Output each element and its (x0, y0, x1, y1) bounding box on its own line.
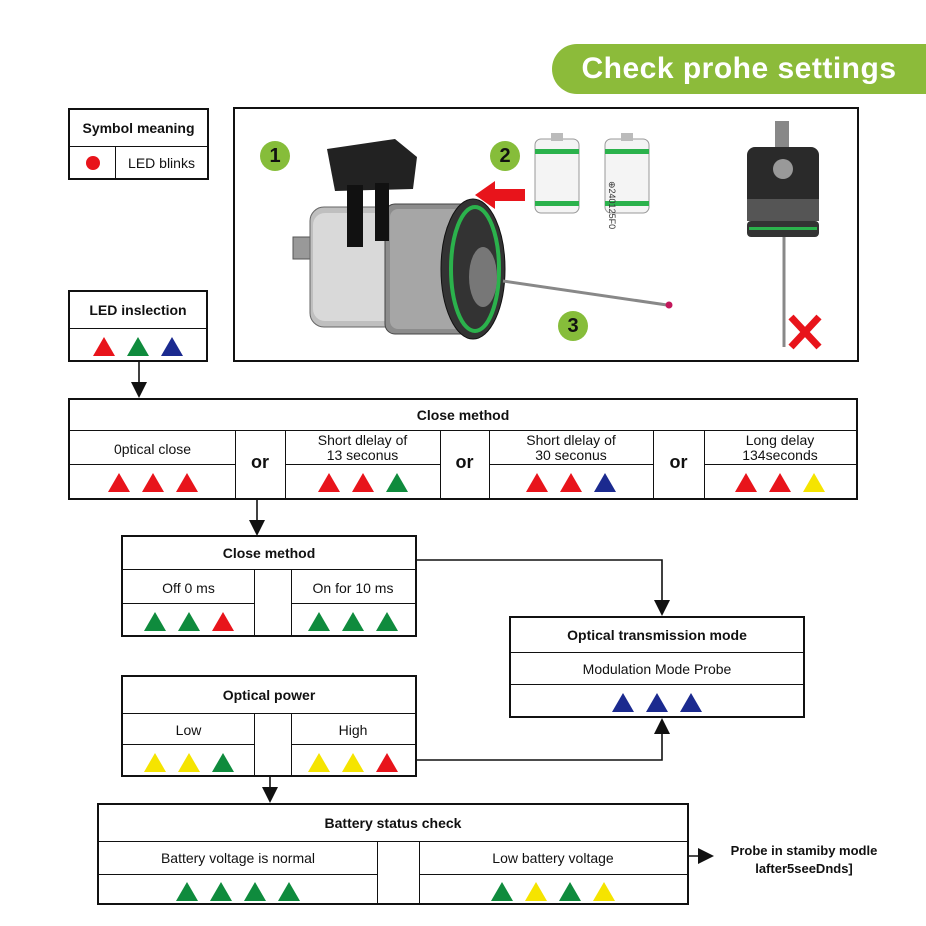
green-led-triangle-icon (210, 881, 232, 901)
green-led-triangle-icon (342, 611, 364, 631)
red-led-triangle-icon (317, 472, 340, 492)
power-option-label-1: Low (175, 722, 202, 738)
close-option-label-2: Short dlelay of 13 seconus (317, 432, 408, 463)
blue-led-triangle-icon (680, 692, 702, 712)
close-option-lights-4 (704, 466, 856, 498)
green-led-triangle-icon (559, 881, 581, 901)
or-label-2: or (455, 452, 474, 472)
red-led-triangle-icon (211, 611, 234, 631)
yellow-led-triangle-icon (342, 752, 364, 772)
timing-option-label-2: On for 10 ms (312, 580, 394, 596)
green-led-triangle-icon (385, 472, 408, 492)
close-option-lights-1 (70, 466, 235, 498)
or-label-1: or (251, 452, 269, 472)
power-option-lights-1 (123, 746, 254, 778)
yellow-led-triangle-icon (143, 752, 166, 772)
arrow-timing-to-transmission (417, 559, 670, 616)
close-option-label-4: Long delay 134seconds (742, 432, 818, 463)
power-option-label-2: High (338, 722, 368, 738)
timing-option-lights-2 (291, 605, 415, 637)
probe-illustration: ⊕240125F0 (292, 121, 822, 350)
battery-icon (534, 133, 650, 214)
probe-body-icon (292, 139, 673, 340)
banner-title: Check prohe settings (581, 52, 897, 85)
title-banner: Check prohe settings (552, 44, 926, 94)
led-inspection-box: LED inslection (68, 290, 208, 362)
led-inspection-lights (70, 330, 206, 362)
blue-led-triangle-icon (594, 472, 616, 492)
optical-transmission-title: Optical transmission mode (511, 618, 803, 653)
step-1-badge: 1 (260, 141, 290, 171)
green-led-triangle-icon (127, 336, 149, 356)
close-option-lights-3 (489, 466, 653, 498)
close-option-label-1: 0ptical close (113, 441, 192, 457)
yellow-led-triangle-icon (177, 752, 200, 772)
close-method-timing-box: Close method Off 0 ms On for 10 ms (121, 535, 417, 637)
blue-led-triangle-icon (646, 692, 668, 712)
battery-option-lights-2 (419, 876, 687, 906)
blue-led-triangle-icon (161, 336, 183, 356)
green-led-triangle-icon (376, 611, 398, 631)
battery-option-lights-1 (99, 876, 377, 906)
transmission-mode-label: Modulation Mode Probe (582, 661, 732, 677)
step-2-badge: 2 (490, 141, 520, 171)
red-led-triangle-icon (769, 472, 791, 492)
yellow-led-triangle-icon (525, 881, 547, 901)
green-led-triangle-icon (244, 881, 266, 901)
battery-option-label-2: Low battery voltage (492, 850, 614, 866)
battery-label: ⊕240125F0 (607, 181, 617, 229)
timing-option-label-1: Off 0 ms (162, 580, 215, 596)
insert-arrow-icon (475, 181, 525, 209)
power-option-lights-2 (291, 746, 415, 778)
optical-transmission-box: Optical transmission mode Modulation Mod… (509, 616, 805, 718)
step-3-badge: 3 (558, 311, 588, 341)
symbol-legend-title: Symbol meaning (70, 110, 207, 147)
battery-status-box: Battery status check Battery voltage is … (97, 803, 689, 905)
optical-power-box: Optical power Low High (121, 675, 417, 777)
yellow-led-triangle-icon (308, 752, 330, 772)
probe-side-view-icon (747, 121, 822, 350)
red-led-triangle-icon (526, 472, 548, 492)
red-led-triangle-icon (141, 472, 164, 492)
transmission-lights (511, 686, 803, 718)
yellow-led-triangle-icon (593, 881, 615, 901)
timing-option-lights-1 (123, 605, 254, 637)
standby-line-2: lafter5seeDnds] (755, 861, 853, 876)
green-led-triangle-icon (177, 611, 200, 631)
close-method-options-box: Close method 0ptical close or Short dlel… (68, 398, 858, 500)
optical-power-title: Optical power (123, 677, 415, 714)
probe-photo-panel: ⊕240125F0 1 2 3 (233, 107, 859, 362)
red-led-triangle-icon (376, 752, 398, 772)
red-led-triangle-icon (93, 336, 115, 356)
led-blink-dot-icon (86, 156, 100, 170)
green-led-triangle-icon (211, 752, 234, 772)
symbol-legend: Symbol meaning LED blinks (68, 108, 209, 180)
blue-led-triangle-icon (612, 692, 634, 712)
led-inspection-title: LED inslection (70, 292, 206, 329)
green-led-triangle-icon (176, 881, 198, 901)
battery-status-title: Battery status check (99, 805, 687, 842)
arrow-power-to-transmission (417, 718, 670, 761)
green-led-triangle-icon (491, 881, 513, 901)
close-option-lights-2 (285, 466, 440, 498)
standby-line-1: Probe in stamiby modle (730, 843, 878, 858)
green-led-triangle-icon (278, 881, 300, 901)
red-led-triangle-icon (351, 472, 374, 492)
green-led-triangle-icon (143, 611, 166, 631)
yellow-led-triangle-icon (803, 472, 825, 492)
red-led-triangle-icon (175, 472, 198, 492)
battery-option-label-1: Battery voltage is normal (160, 850, 316, 866)
red-led-triangle-icon (107, 472, 130, 492)
red-led-triangle-icon (735, 472, 757, 492)
green-led-triangle-icon (308, 611, 330, 631)
red-led-triangle-icon (560, 472, 582, 492)
close-method-options-title: Close method (70, 400, 856, 431)
standby-note: Probe in stamiby modle lafter5seeDnds] (712, 842, 896, 878)
close-method-timing-title: Close method (123, 537, 415, 570)
led-blinks-label: LED blinks (128, 155, 195, 171)
close-option-label-3: Short dlelay of 30 seconus (526, 432, 616, 463)
or-label-3: or (669, 452, 688, 472)
